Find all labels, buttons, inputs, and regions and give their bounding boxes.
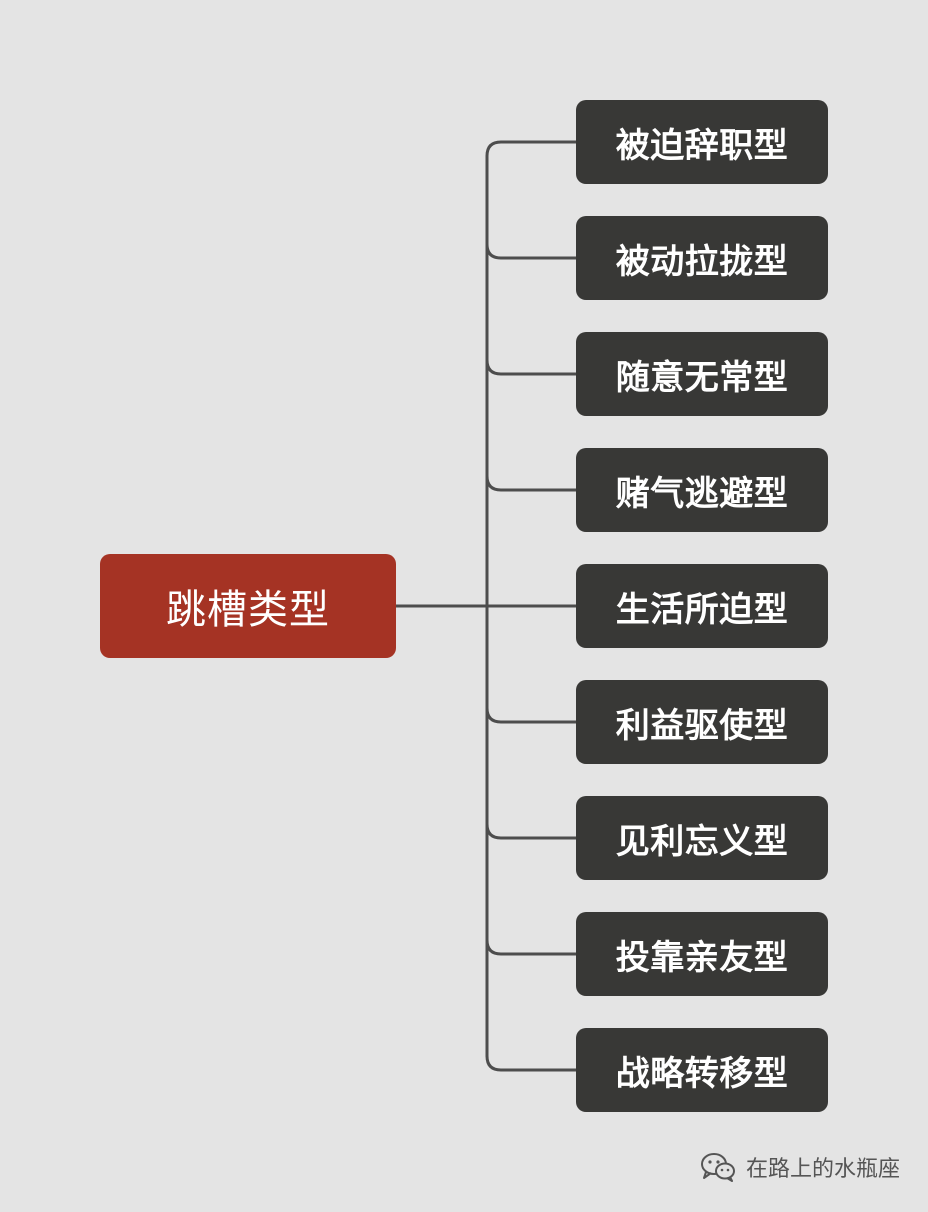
- branch-node: 被迫辞职型: [576, 100, 828, 184]
- branch-list: 被迫辞职型 被动拉拢型 随意无常型 赌气逃避型 生活所迫型 利益驱使型 见利忘义…: [576, 100, 828, 1144]
- branch-node: 生活所迫型: [576, 564, 828, 648]
- branch-connector: [485, 242, 578, 260]
- branch-connector: [485, 1054, 578, 1072]
- branch-connector: [485, 474, 578, 492]
- branch-node: 随意无常型: [576, 332, 828, 416]
- branch-connector: [485, 938, 578, 956]
- root-label: 跳槽类型: [166, 587, 330, 633]
- branch-label: 赌气逃避型: [615, 473, 789, 514]
- branch-node: 赌气逃避型: [576, 448, 828, 532]
- branch-node: 投靠亲友型: [576, 912, 828, 996]
- watermark: 在路上的水瓶座: [700, 1151, 900, 1183]
- branch-connector: [485, 140, 578, 158]
- branch-node: 被动拉拢型: [576, 216, 828, 300]
- branch-label: 见利忘义型: [615, 821, 789, 862]
- branch-connector: [485, 822, 578, 840]
- wechat-icon: [700, 1153, 735, 1182]
- branch-connector: [485, 706, 578, 724]
- branch-node: 利益驱使型: [576, 680, 828, 764]
- root-node: 跳槽类型: [100, 554, 396, 658]
- branch-label: 被迫辞职型: [615, 125, 789, 166]
- branch-label: 战略转移型: [615, 1053, 789, 1094]
- branch-label: 生活所迫型: [615, 589, 789, 630]
- branch-node: 战略转移型: [576, 1028, 828, 1112]
- watermark-text: 在路上的水瓶座: [745, 1157, 900, 1182]
- branch-connector: [485, 358, 578, 376]
- branch-label: 被动拉拢型: [615, 241, 789, 282]
- branch-label: 投靠亲友型: [615, 937, 789, 978]
- branch-node: 见利忘义型: [576, 796, 828, 880]
- branch-label: 随意无常型: [615, 357, 789, 398]
- branch-label: 利益驱使型: [615, 705, 789, 746]
